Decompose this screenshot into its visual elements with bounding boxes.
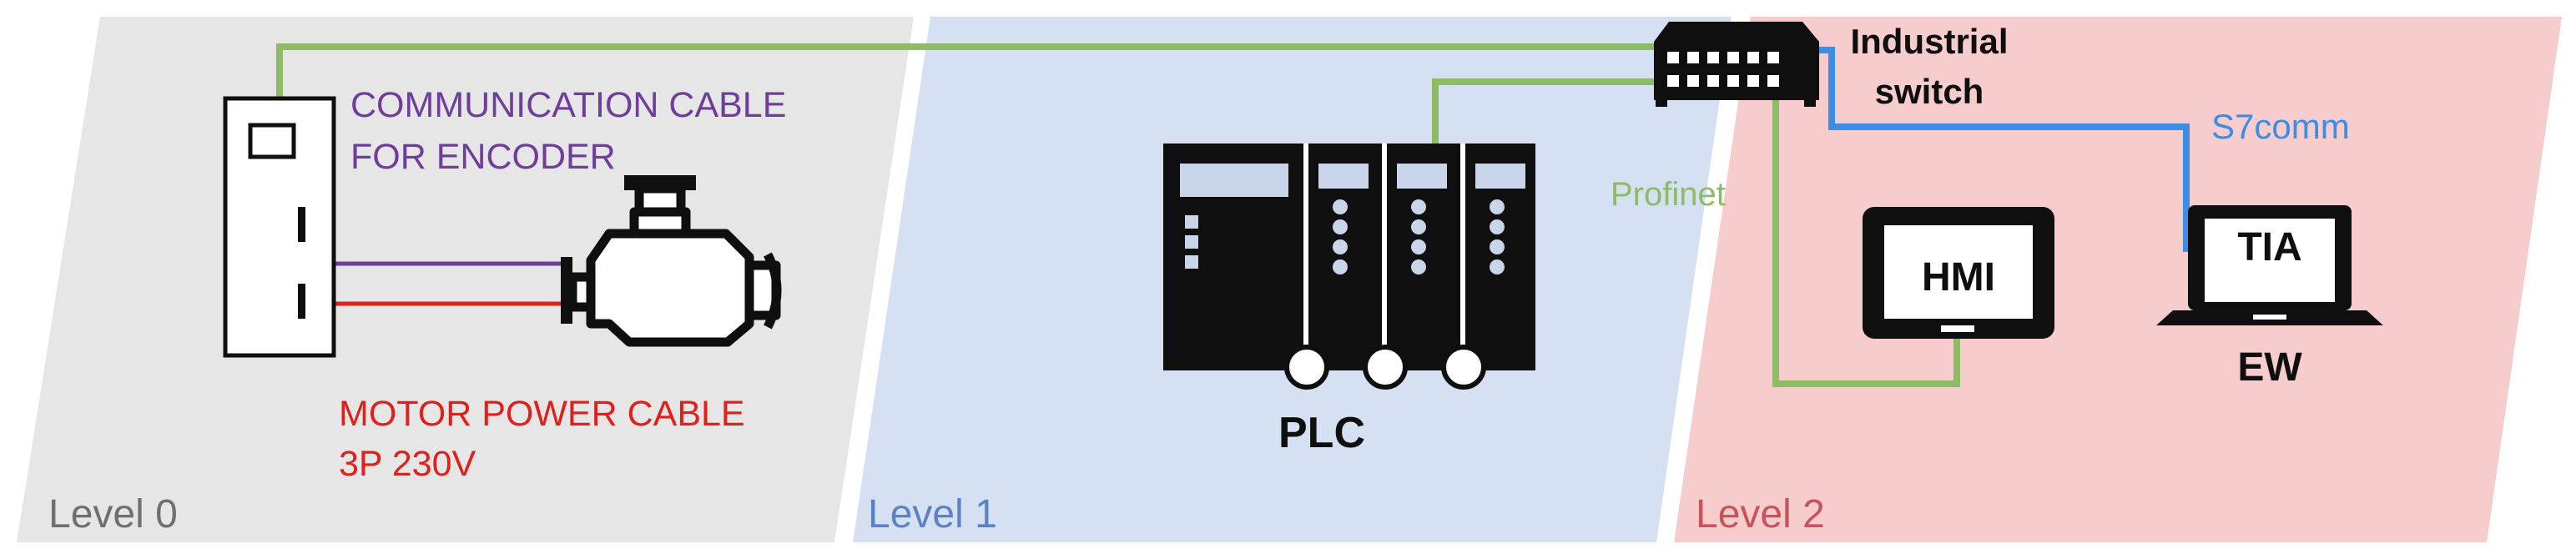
switch-label-line1: Industrial [1850,22,2008,61]
level-2-band [1674,17,2562,542]
profinet-cable-hmi [1772,73,1960,387]
plc-rack-icon [1163,144,1535,390]
level-0-label: Level 0 [48,492,178,536]
profinet-cables [276,43,1960,387]
motor-icon [561,175,782,347]
switch-label-line2: switch [1875,72,1984,111]
servo-drive-icon [223,96,336,358]
profinet-cable-drive [276,43,1661,98]
encoder-cable-label-line2: FOR ENCODER [350,137,616,177]
ew-label: EW [2237,345,2302,390]
profinet-cable-plc [1432,78,1661,147]
tia-label: TIA [2237,225,2301,269]
hmi-panel-icon [1863,207,2054,339]
encoder-cable-label-line1: COMMUNICATION CABLE [350,85,786,125]
network-switch-icon [1654,22,1819,107]
laptop-icon [2156,205,2383,325]
s7comm-cable [1801,47,2190,252]
level-1-label: Level 1 [868,492,997,536]
hmi-label: HMI [1922,255,1995,300]
s7comm-label: S7comm [2211,107,2350,146]
profinet-label: Profinet [1611,176,1726,213]
plc-label: PLC [1278,409,1365,457]
power-cable-label-line2: 3P 230V [339,444,476,484]
power-cable-label-line1: MOTOR POWER CABLE [339,394,745,434]
level-2-label: Level 2 [1696,492,1825,536]
